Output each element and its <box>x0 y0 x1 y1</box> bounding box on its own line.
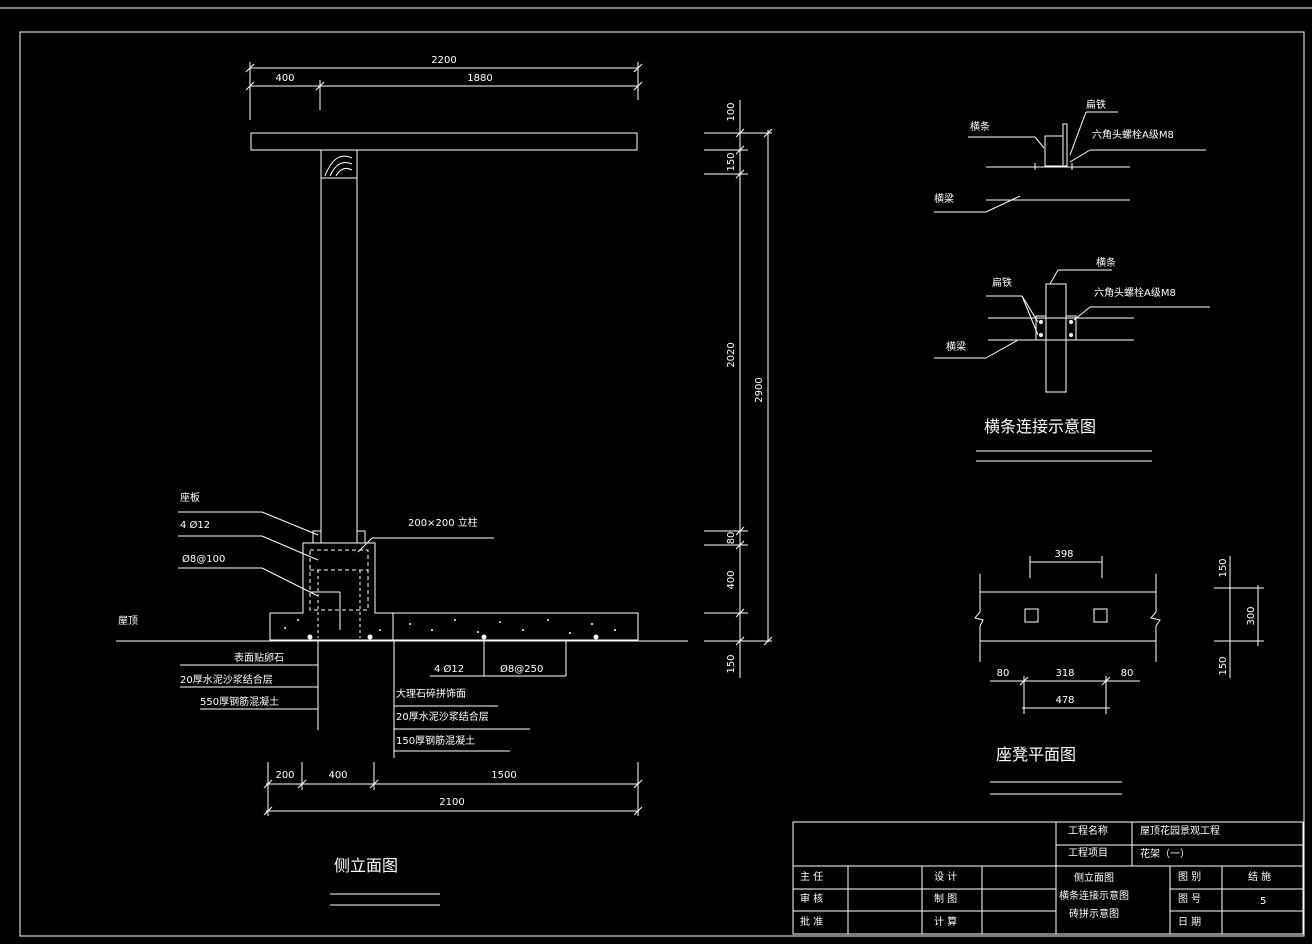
drawing-content-1: 侧立面图 <box>1074 871 1114 884</box>
dim-2200: 2200 <box>431 55 456 66</box>
roof-label: 屋顶 <box>118 615 138 627</box>
purlin-section <box>1045 283 1067 393</box>
role-design: 设 计 <box>934 870 957 883</box>
field-type-value: 结 施 <box>1248 870 1271 883</box>
angle-steel-label-bottom: 扁铁 <box>992 276 1012 289</box>
bench-dim-80-right: 80 <box>1121 668 1134 679</box>
vertical-dimensions: 100 150 2020 2900 80 400 150 <box>704 100 773 678</box>
left-layer-3: 550厚钢筋混凝土 <box>200 695 279 708</box>
vdim-150-bottom: 150 <box>726 654 737 673</box>
purlin-connection-detail: 横条 扁铁 六角头螺栓A级M8 横梁 横条 扁铁 六角头螺栓A级M8 <box>934 98 1210 462</box>
concrete-hatch <box>284 619 616 640</box>
project-item: 花架（一） <box>1140 847 1190 860</box>
title-block: 工程名称 屋顶花园景观工程 工程项目 花架（一） 主 任 设 计 审 核 制 图… <box>792 821 1304 935</box>
wood-grain-hatch <box>324 155 353 177</box>
dim-1500: 1500 <box>491 770 516 781</box>
bench-hole-right <box>1093 608 1108 623</box>
right-layer-2: 20厚水泥沙浆结合层 <box>396 710 489 723</box>
bench-dim-300: 300 <box>1246 606 1257 625</box>
label-4phi12: 4 Ø12 <box>180 519 210 531</box>
dim-200: 200 <box>275 770 294 781</box>
vdim-400: 400 <box>726 570 737 589</box>
side-elevation-title: 侧立面图 <box>334 856 398 875</box>
dim-1880: 1880 <box>467 73 492 84</box>
project-name-label: 工程名称 <box>1068 824 1108 837</box>
dim-2100: 2100 <box>439 797 464 808</box>
field-number-label: 图 号 <box>1178 893 1201 905</box>
role-calculation: 计 算 <box>934 915 957 928</box>
beam-label-top: 横梁 <box>934 192 954 205</box>
floor-slab <box>392 612 639 641</box>
field-number-value: 5 <box>1260 896 1266 907</box>
top-beam <box>250 132 638 151</box>
side-elevation: 2200 400 1880 屋顶 <box>116 55 688 906</box>
bench-plan-title: 座凳平面图 <box>996 745 1076 764</box>
label-column-base: 座板 <box>180 491 200 504</box>
bench-dim-398: 398 <box>1054 549 1073 560</box>
label-4phi12-slab: 4 Ø12 <box>434 663 464 675</box>
bench-plan: 398 80 318 80 478 150 300 150 座凳平面图 <box>974 549 1264 795</box>
bench-dim-478: 478 <box>1055 695 1074 706</box>
purlin-detail-title: 横条连接示意图 <box>984 417 1096 436</box>
bench-break-right <box>1150 574 1161 662</box>
field-date-label: 日 期 <box>1178 916 1201 928</box>
role-approve: 批 准 <box>800 915 823 928</box>
angle-steel-label-top: 扁铁 <box>1086 98 1106 111</box>
right-layer-3: 150厚钢筋混凝土 <box>396 734 475 747</box>
role-drafting: 制 图 <box>934 892 957 905</box>
vdim-150: 150 <box>726 152 737 171</box>
vdim-100: 100 <box>726 102 737 121</box>
bench-break-left <box>974 574 984 662</box>
purlin-label-top: 横条 <box>970 120 990 133</box>
field-type-label: 图 别 <box>1178 871 1201 883</box>
purlin-label-bottom: 横条 <box>1096 256 1116 269</box>
label-8-250: Ø8@250 <box>500 663 543 675</box>
vdim-80: 80 <box>726 532 737 545</box>
right-layer-1: 大理石碎拼饰面 <box>396 687 466 700</box>
bench-dim-150-bottom: 150 <box>1218 656 1229 675</box>
bench-hole-left <box>1024 608 1039 623</box>
bench-dim-80-left: 80 <box>997 668 1010 679</box>
drawing-content-2: 横条连接示意图 <box>1059 889 1129 902</box>
left-layer-2: 20厚水泥沙浆结合层 <box>180 673 273 686</box>
vdim-2900: 2900 <box>754 377 765 402</box>
bolt-label-top: 六角头螺栓A级M8 <box>1092 128 1174 141</box>
label-column-size: 200×200 立柱 <box>408 516 478 529</box>
role-review: 审 核 <box>800 892 823 905</box>
project-name: 屋顶花园景观工程 <box>1140 824 1220 837</box>
drawing-content-3: 砖拼示意图 <box>1069 907 1119 920</box>
dim-400-bottom: 400 <box>328 770 347 781</box>
bench-dim-150-top: 150 <box>1218 558 1229 577</box>
role-director: 主 任 <box>800 870 823 883</box>
bench-dim-318: 318 <box>1055 668 1074 679</box>
vdim-2020: 2020 <box>726 342 737 367</box>
beam-label-bottom: 横梁 <box>946 340 966 353</box>
bolt-label-bottom: 六角头螺栓A级M8 <box>1094 286 1176 299</box>
left-layer-1: 表面贴卵石 <box>234 651 284 664</box>
angle-steel-plate-top <box>1044 135 1064 167</box>
dim-400: 400 <box>275 73 294 84</box>
label-stirrup: Ø8@100 <box>182 553 225 565</box>
drawing-border <box>19 31 1305 937</box>
project-item-label: 工程项目 <box>1068 847 1108 859</box>
footing-rebar-cage <box>309 549 369 611</box>
